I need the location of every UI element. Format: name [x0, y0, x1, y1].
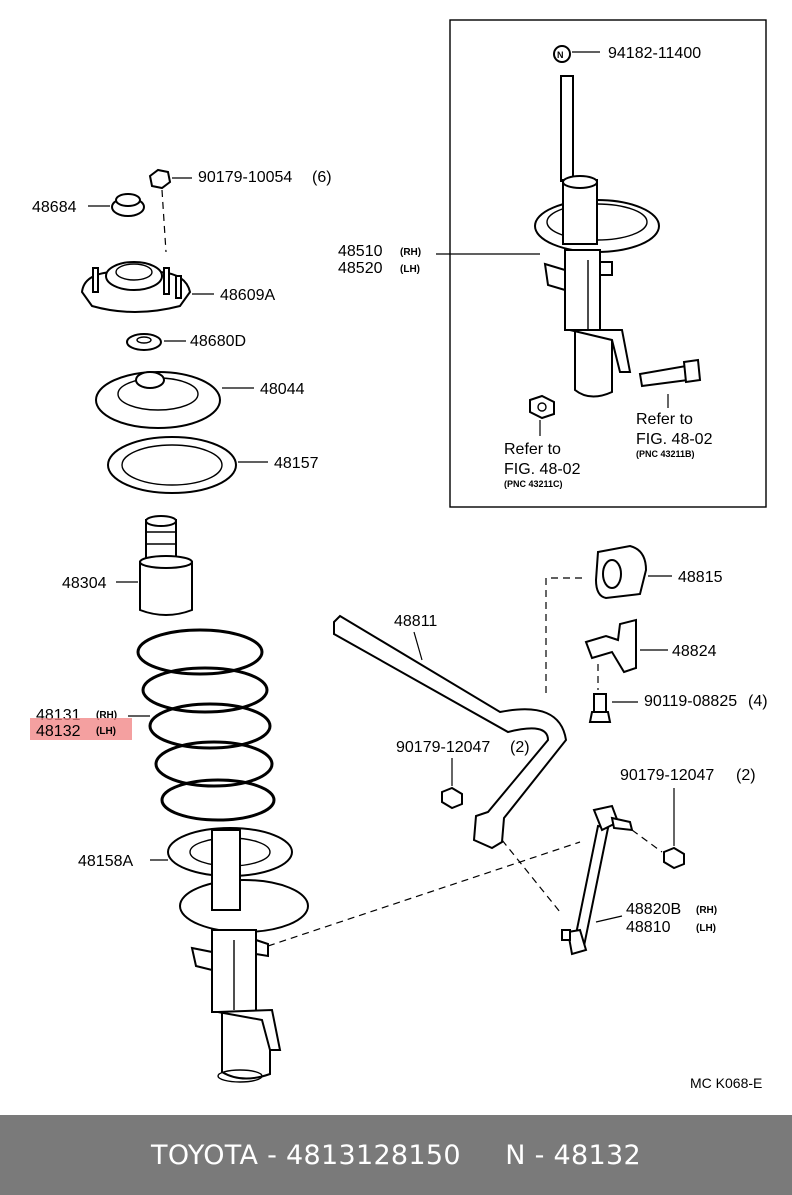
lower-spring-seat: [179, 879, 309, 933]
strut-nut: [529, 394, 555, 420]
strut-bolt-shank: [638, 364, 690, 388]
label-fig-right: FIG. 48-02: [636, 431, 713, 448]
label-48044: 48044: [260, 381, 305, 398]
label-48132-side: (LH): [96, 726, 116, 737]
drawing-code: MC K068-E: [690, 1075, 762, 1091]
label-48609A: 48609A: [220, 287, 275, 304]
lower-strut-bracket: [190, 946, 213, 972]
label-48820B: 48820B: [626, 901, 681, 918]
label-48811: 48811: [394, 613, 437, 630]
label-48684: 48684: [32, 199, 77, 216]
strut-assembly-inset: N 94182-11400 Refer to FIG. 48-02 (PNC 4…: [436, 19, 767, 508]
label-90179-10054-qty: (6): [312, 169, 332, 186]
strut-knuckle-bracket: [569, 329, 632, 373]
strut-rod: [560, 75, 574, 182]
insulator-48157: [107, 436, 237, 494]
strut-brake-hose-bracket: [543, 262, 566, 292]
stabilizer-bar-48811: [333, 614, 568, 850]
label-90119-08825: 90119-08825: [644, 693, 737, 710]
bumper-48304-boot: [139, 561, 193, 616]
strut-cylinder-top: [562, 179, 598, 245]
label-48815: 48815: [678, 569, 723, 586]
label-pnc-right: (PNC 43211B): [636, 449, 695, 459]
stabilizer-bracket-48824: [584, 618, 637, 674]
label-refer-right: Refer to: [636, 411, 693, 428]
bearing-48044: [95, 371, 221, 429]
footer-bar: TOYOTA - 4813128150 N - 48132: [0, 1115, 792, 1195]
label-fig-left: FIG. 48-02: [504, 461, 581, 478]
label-48820B-side: (RH): [696, 905, 717, 916]
lower-strut-rod: [211, 829, 241, 911]
label-48157: 48157: [274, 455, 319, 472]
label-90179-12047-a-qty: (2): [510, 739, 530, 756]
highlight-48132: [30, 718, 132, 740]
parts-diagram: N 94182-11400 Refer to FIG. 48-02 (PNC 4…: [30, 19, 768, 1091]
label-48680D: 48680D: [190, 333, 246, 350]
label-90179-12047-b: 90179-12047: [620, 767, 714, 784]
label-48304: 48304: [62, 575, 107, 592]
nut-90179-12047-b: [663, 846, 685, 870]
label-pnc-left: (PNC 43211C): [504, 479, 563, 489]
nut-90179-10054: [148, 168, 172, 190]
label-48810: 48810: [626, 919, 671, 936]
label-48520: 48520: [338, 260, 383, 277]
strut-bolt-head: [682, 358, 702, 384]
label-48158A: 48158A: [78, 853, 133, 870]
spacer-48680D: [126, 333, 162, 351]
label-90179-12047-b-qty: (2): [736, 767, 756, 784]
label-90179-10054: 90179-10054: [198, 169, 292, 186]
label-48510-side: (RH): [400, 247, 421, 258]
label-48510: 48510: [338, 243, 383, 260]
bolt-90119-08825: [593, 693, 607, 713]
inset-frame: [449, 19, 767, 508]
label-48131-side: (RH): [96, 710, 117, 721]
label-90119-08825-qty: (4): [748, 693, 768, 710]
label-94182-11400: 94182-11400: [608, 45, 701, 62]
label-48810-side: (LH): [696, 923, 716, 934]
coil-spring-48131-48132: [136, 628, 276, 822]
label-48132: 48132: [36, 723, 81, 740]
label-refer-left: Refer to: [504, 441, 561, 458]
nut-90179-12047-a: [441, 786, 463, 810]
label-48520-side: (LH): [400, 264, 420, 275]
footer-part-info: TOYOTA - 4813128150 N - 48132: [151, 1139, 641, 1171]
n-symbol-circle: [553, 45, 571, 63]
stabilizer-link-48820B-48810: [572, 824, 610, 948]
label-48824: 48824: [672, 643, 717, 660]
n-symbol-text: N: [557, 50, 564, 60]
lower-strut-knuckle-bracket: [217, 1008, 282, 1051]
label-90179-12047-a: 90179-12047: [396, 739, 490, 756]
